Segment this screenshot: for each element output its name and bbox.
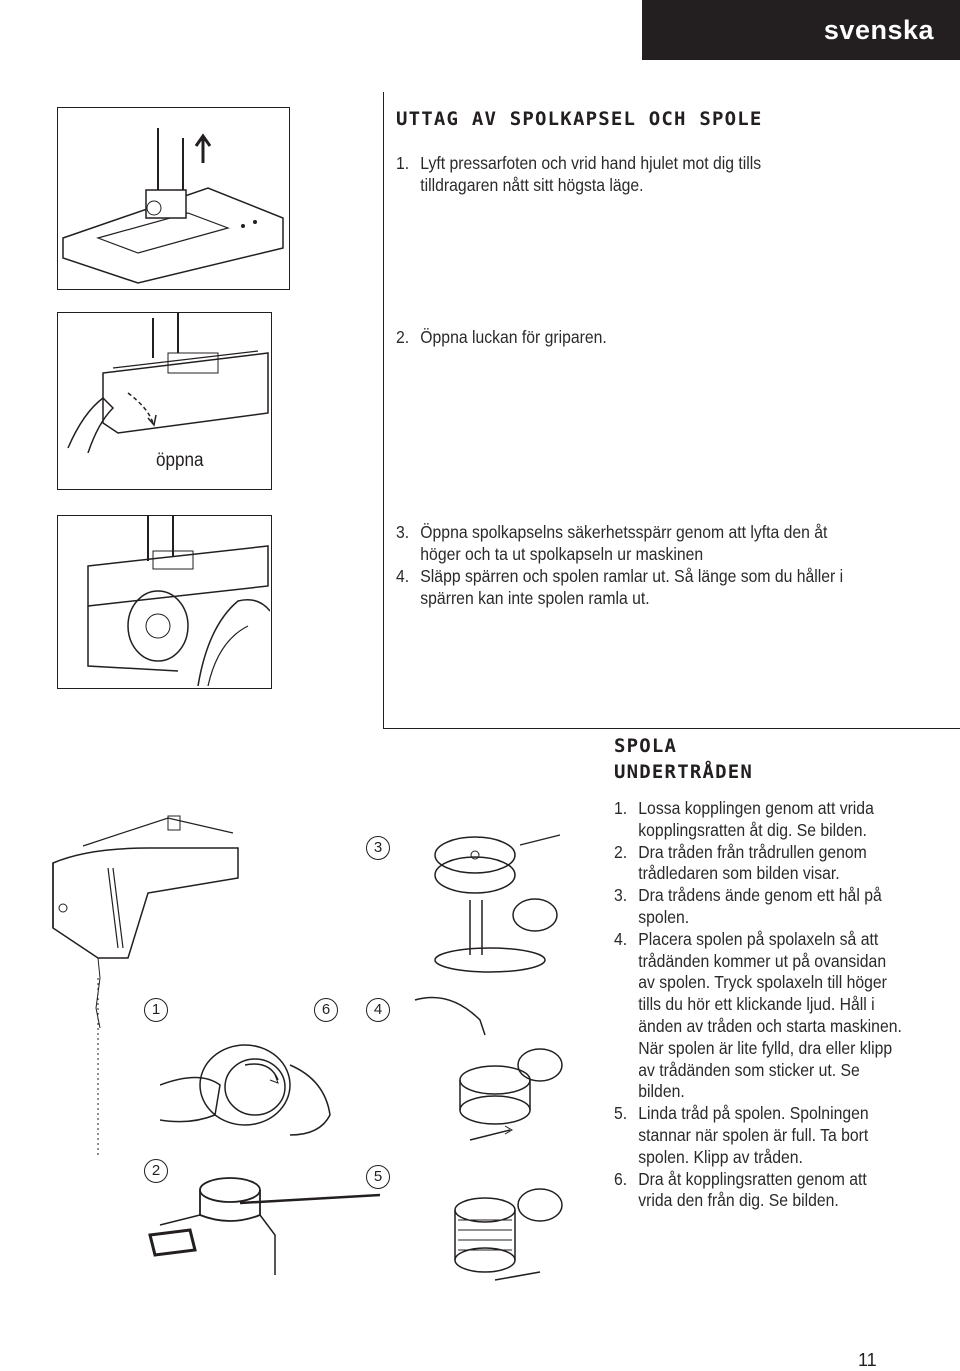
sewing-machine-illustration [62,128,284,284]
machine-thread-path-illustration [52,815,239,1158]
figure-open-hook-cover [57,312,272,490]
removal-step-4: 4. Släpp spärren och spolen ramlar ut. S… [396,565,846,609]
step-number: 3. [396,522,410,542]
winding-step-2: 2. Dra tråden från trådrullen genom tråd… [614,842,902,886]
section-title-line2: UNDERTRÅDEN [614,761,754,783]
step-text: Dra åt kopplingsratten genom att vrida d… [638,1168,867,1211]
clutch-knob-illustration [160,1044,331,1136]
figure-marker-4: 4 [366,998,390,1022]
step-number: 6. [614,1168,628,1189]
bobbin-spindle-illustration [434,834,561,973]
step-number: 2. [396,327,410,347]
step-number: 5. [614,1103,628,1124]
bobbin-hand-illustration [414,996,563,1141]
step-text: Placera spolen på spolaxeln så att trådä… [638,928,902,1102]
step-number: 4. [396,566,410,586]
full-bobbin-illustration [454,1188,563,1281]
figure-marker-5: 5 [366,1165,390,1189]
thread-guide-illustration [148,1177,380,1275]
figure-marker-3: 3 [366,836,390,860]
step-number: 2. [614,841,628,862]
step-number: 1. [396,153,410,173]
step-text: Släpp spärren och spolen ramlar ut. Så l… [420,566,844,608]
step-text: Dra tråden från trådrullen genom trådled… [638,841,867,884]
hook-cover-illustration [67,313,269,453]
winding-step-5: 5. Linda tråd på spolen. Spolningen stan… [614,1103,902,1168]
step-number: 1. [614,798,628,818]
removal-step-3: 3. Öppna spolkapselns säkerhetsspärr gen… [396,521,846,565]
step-text: Öppna luckan för griparen. [420,327,607,347]
step-text: Dra trådens ände genom ett hål på spolen… [638,885,882,927]
language-tab: svenska [642,0,960,60]
section-title-winding: SPOLA UNDERTRÅDEN [614,733,753,785]
figure-caption-open: öppna [156,450,204,471]
bobbin-case-illustration [87,516,270,686]
language-label: svenska [823,14,934,45]
figure-remove-bobbin-case [57,515,272,689]
step-number: 3. [614,885,628,906]
winding-step-1: 1. Lossa kopplingen genom att vrida kopp… [614,798,902,842]
vertical-divider [383,92,384,728]
winding-step-6: 6. Dra åt kopplingsratten genom att vrid… [614,1169,902,1213]
figure-marker-1: 1 [144,998,168,1022]
figure-marker-6: 6 [314,998,338,1022]
section-title-removal: UTTAG AV SPOLKAPSEL OCH SPOLE [396,108,763,130]
page-number: 11 [858,1350,877,1370]
removal-step-1: 1. Lyft pressarfoten och vrid hand hjule… [396,152,819,196]
figure-marker-2: 2 [144,1159,168,1183]
step-text: Lossa kopplingen genom att vrida kopplin… [638,798,874,840]
step-text: Öppna spolkapselns säkerhetsspärr genom … [420,522,828,564]
step-text: Lyft pressarfoten och vrid hand hjulet m… [420,153,762,195]
horizontal-divider [383,728,960,729]
step-text: Linda tråd på spolen. Spolningen stannar… [638,1103,869,1167]
step-number: 4. [614,928,628,949]
winding-steps: 1. Lossa kopplingen genom att vrida kopp… [614,798,914,1212]
section-title-line1: SPOLA [614,735,678,757]
removal-step-2: 2. Öppna luckan för griparen. [396,326,819,348]
winding-step-4: 4. Placera spolen på spolaxeln så att tr… [614,929,902,1103]
figure-raise-presser-foot [57,107,290,290]
winding-step-3: 3. Dra trådens ände genom ett hål på spo… [614,885,902,929]
